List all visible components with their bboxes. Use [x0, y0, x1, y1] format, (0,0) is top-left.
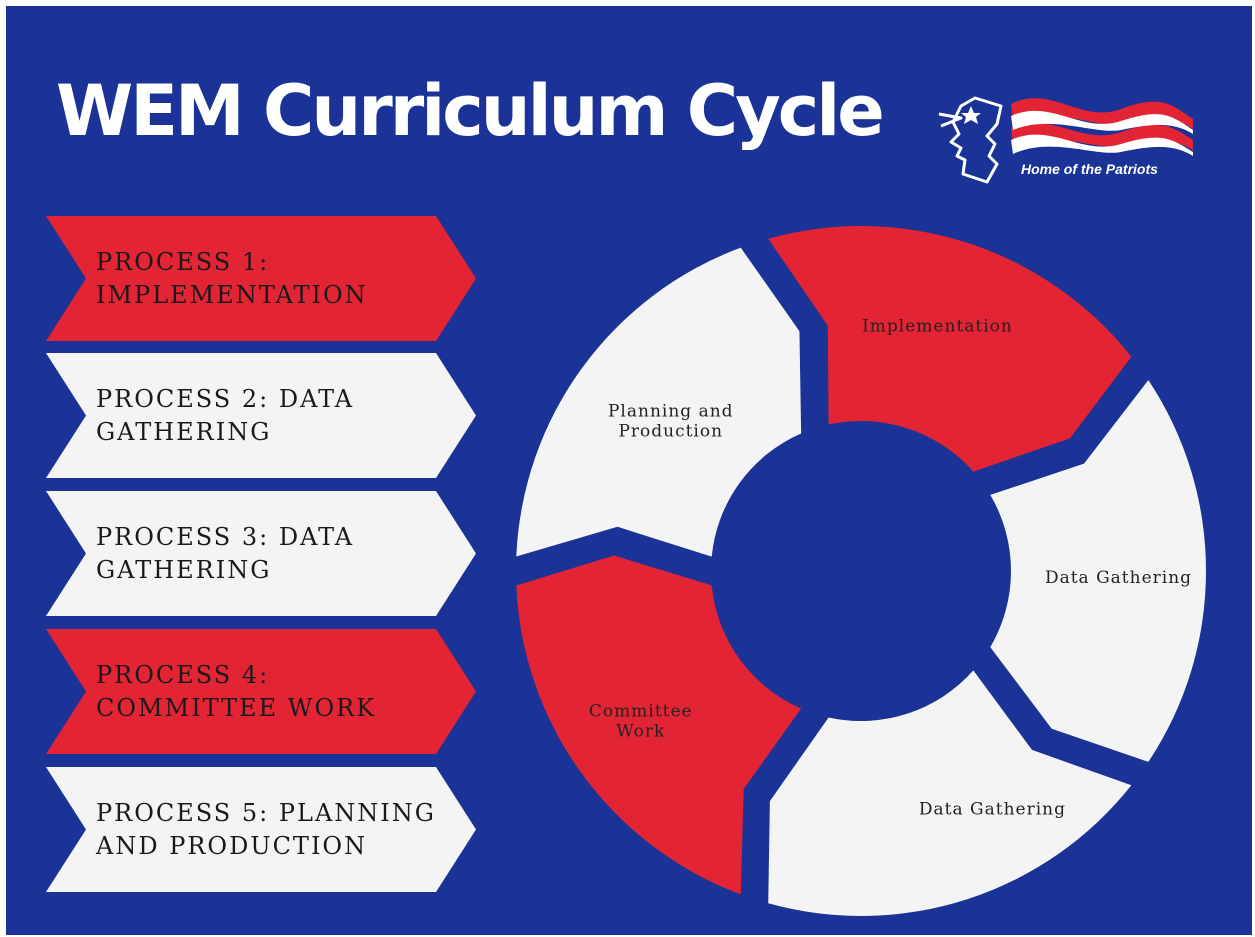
process-4-label: PROCESS 4: COMMITTEE WORK	[96, 661, 377, 722]
chevron-shape	[46, 216, 476, 341]
cycle-segment-2-label: Data Gathering	[1045, 568, 1192, 588]
process-1-label: PROCESS 1: IMPLEMENTATION	[96, 248, 368, 309]
process-2-label: PROCESS 2: DATA GATHERING	[96, 385, 355, 446]
star-icon	[961, 106, 981, 124]
process-4-chevron: PROCESS 4: COMMITTEE WORK	[46, 629, 476, 754]
patriots-logo	[938, 96, 1193, 184]
cycle-segment-5-label: Planning and	[608, 402, 734, 422]
cycle-segment-2	[990, 380, 1206, 762]
process-1-chevron: PROCESS 1: IMPLEMENTATION	[46, 216, 476, 341]
cycle-segment-3	[768, 670, 1132, 916]
cycle-segment-4-label: Committee	[589, 701, 693, 721]
process-5-chevron: PROCESS 5: PLANNING AND PRODUCTION	[46, 767, 476, 892]
cycle-segment-1-label: Implementation	[862, 317, 1013, 337]
logo-tagline: Home of the Patriots	[1021, 161, 1158, 177]
chevron-shape	[46, 629, 476, 754]
cycle-segment-5-label: Production	[618, 422, 723, 442]
cycle-segment-3-label: Data Gathering	[919, 799, 1066, 819]
page-title: WEM Curriculum Cycle	[56, 70, 885, 152]
cycle-segment-5	[516, 247, 802, 557]
cycle-segment-4	[516, 555, 802, 895]
process-3-chevron: PROCESS 3: DATA GATHERING	[46, 491, 476, 616]
chevron-shape	[46, 353, 476, 478]
patriot-head-icon	[938, 96, 1003, 184]
chevron-shape	[46, 767, 476, 892]
infographic-canvas: WEM Curriculum Cycle Home of the Patriot…	[6, 6, 1252, 935]
process-5-label: PROCESS 5: PLANNING AND PRODUCTION	[96, 799, 436, 860]
chevron-shape	[46, 491, 476, 616]
flag-stripes-graphic	[1011, 98, 1193, 156]
cycle-segment-1	[768, 226, 1132, 472]
process-2-chevron: PROCESS 2: DATA GATHERING	[46, 353, 476, 478]
process-3-label: PROCESS 3: DATA GATHERING	[96, 523, 355, 584]
cycle-segment-4-label: Work	[616, 721, 665, 741]
